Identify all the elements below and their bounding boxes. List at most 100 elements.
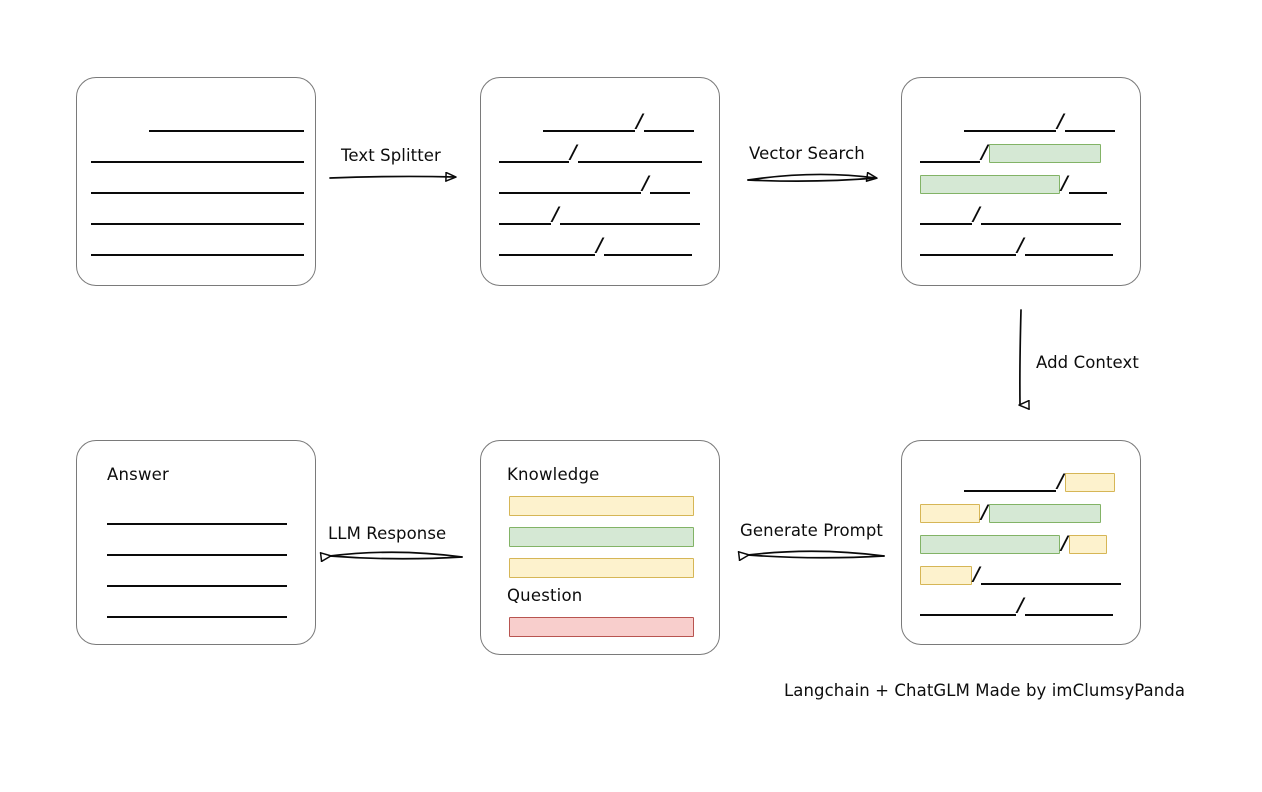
doc-row: / (920, 142, 1101, 164)
knowledge-bar-3 (509, 558, 694, 578)
segment-highlight-yellow (1068, 534, 1107, 554)
segment-line (91, 236, 304, 256)
segment-line (964, 472, 1056, 492)
doc-row (107, 597, 287, 619)
footer-credit: Langchain + ChatGLM Made by imClumsyPand… (784, 681, 1186, 700)
doc-row: / (499, 173, 690, 195)
vector-matches-rows: / / / / / (902, 78, 1140, 285)
context-added-rows: / / / / / (902, 441, 1140, 644)
segment-highlight-yellow (920, 565, 972, 585)
segment-slash: / (1061, 531, 1068, 554)
segment-slash: / (636, 109, 643, 132)
segment-line (1068, 174, 1107, 194)
doc-row: / (920, 564, 1121, 586)
knowledge-bar-2 (509, 527, 694, 547)
box-source-document (76, 77, 316, 286)
segment-line (1024, 236, 1113, 256)
doc-row (91, 142, 304, 164)
doc-row (91, 204, 304, 226)
segment-highlight-green (920, 174, 1060, 194)
segment-slash: / (973, 562, 980, 585)
box-prompt: Knowledge Question (480, 440, 720, 655)
segment-line (643, 112, 694, 132)
segment-slash: / (1057, 109, 1064, 132)
segment-line (1024, 596, 1113, 616)
doc-row: / (920, 204, 1121, 226)
segment-line (91, 174, 304, 194)
segment-line (91, 205, 304, 225)
segment-slash: / (1057, 469, 1064, 492)
doc-row: / (920, 502, 1101, 524)
arrow-llm-response (330, 551, 463, 559)
segment-line (577, 143, 702, 163)
doc-row (91, 173, 304, 195)
segment-line (107, 598, 287, 618)
segment-slash: / (981, 140, 988, 163)
doc-row (107, 566, 287, 588)
doc-row: / (920, 173, 1107, 195)
segment-line (107, 567, 287, 587)
segment-line (920, 236, 1016, 256)
question-label: Question (507, 586, 583, 605)
box-split-chunks: / / / / / (480, 77, 720, 286)
segment-gap (91, 112, 149, 132)
arrow-label-add-context: Add Context (1036, 353, 1139, 372)
arrow-label-generate-prompt: Generate Prompt (740, 521, 883, 540)
doc-row (91, 111, 304, 133)
arrow-label-vector-search: Vector Search (749, 144, 865, 163)
doc-row (107, 535, 287, 557)
segment-line (543, 112, 635, 132)
doc-row: / (920, 533, 1107, 555)
segment-slash: / (570, 140, 577, 163)
box-context-added: / / / / / (901, 440, 1141, 645)
segment-line (920, 205, 972, 225)
segment-line (91, 143, 304, 163)
segment-slash: / (1017, 593, 1024, 616)
segment-line (499, 205, 551, 225)
segment-line (149, 112, 304, 132)
doc-row (107, 504, 287, 526)
segment-line (1064, 112, 1115, 132)
segment-slash: / (1017, 233, 1024, 256)
arrow-vector-search (747, 174, 876, 182)
doc-row: / (499, 142, 702, 164)
split-chunks-rows: / / / / / (481, 78, 719, 285)
doc-row: / (920, 471, 1115, 493)
knowledge-bar-1 (509, 496, 694, 516)
answer-label: Answer (107, 465, 169, 484)
doc-row: / (920, 111, 1115, 133)
segment-line (107, 505, 287, 525)
segment-highlight-yellow (920, 503, 980, 523)
segment-line (107, 536, 287, 556)
doc-row: / (499, 111, 694, 133)
answer-rows (77, 441, 315, 644)
segment-highlight-green (988, 143, 1101, 163)
segment-line (499, 143, 569, 163)
segment-gap (920, 112, 964, 132)
arrow-generate-prompt (748, 550, 885, 558)
doc-row: / (920, 235, 1113, 257)
doc-row (91, 235, 304, 257)
doc-row: / (920, 595, 1113, 617)
segment-line (499, 174, 641, 194)
segment-line (920, 143, 980, 163)
segment-gap (920, 472, 964, 492)
segment-line (980, 205, 1121, 225)
segment-line (603, 236, 692, 256)
arrow-label-llm-response: LLM Response (328, 524, 447, 543)
question-bar-1 (509, 617, 694, 637)
arrow-text-splitter (329, 176, 455, 178)
segment-line (980, 565, 1121, 585)
arrow-add-context (1020, 309, 1021, 405)
segment-slash: / (552, 202, 559, 225)
segment-slash: / (973, 202, 980, 225)
segment-line (964, 112, 1056, 132)
knowledge-label: Knowledge (507, 465, 600, 484)
segment-highlight-green (920, 534, 1060, 554)
segment-slash: / (596, 233, 603, 256)
source-document-rows (77, 78, 315, 285)
segment-slash: / (1061, 171, 1068, 194)
doc-row: / (499, 235, 692, 257)
segment-line (920, 596, 1016, 616)
arrow-label-text-splitter: Text Splitter (341, 146, 441, 165)
